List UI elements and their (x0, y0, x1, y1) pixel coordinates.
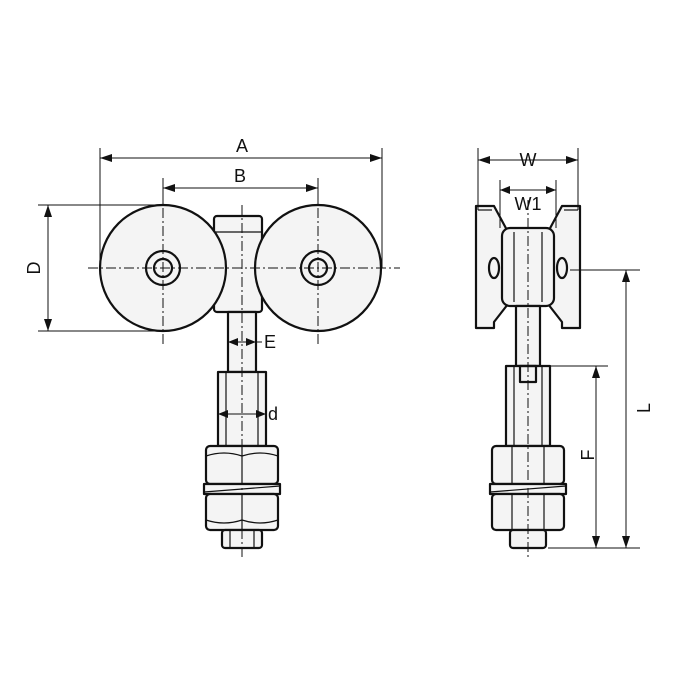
dimension-d-label: D (24, 262, 44, 275)
dimension-l-label: L (634, 403, 654, 413)
dimension-e-label: E (264, 332, 276, 352)
dimension-w1-label: W1 (515, 194, 542, 214)
dimension-d-small-label: d (268, 404, 278, 424)
dimension-e: E (228, 332, 276, 352)
dimension-d-small: d (218, 404, 278, 424)
dimension-a-label: A (236, 136, 248, 156)
dimension-w: W (477, 148, 579, 210)
front-view (88, 190, 400, 560)
dimension-l: L (548, 269, 654, 549)
dimension-w-label: W (520, 150, 537, 170)
dimension-b-label: B (234, 166, 246, 186)
dimension-a: A (99, 136, 383, 268)
side-view (474, 200, 582, 560)
dimension-f-label: F (578, 450, 598, 461)
dimension-f: F (540, 365, 608, 548)
dimension-b: B (162, 166, 319, 205)
dimension-d: D (24, 204, 163, 332)
side-rail-channel (474, 204, 510, 330)
dimension-w1: W1 (499, 180, 557, 228)
